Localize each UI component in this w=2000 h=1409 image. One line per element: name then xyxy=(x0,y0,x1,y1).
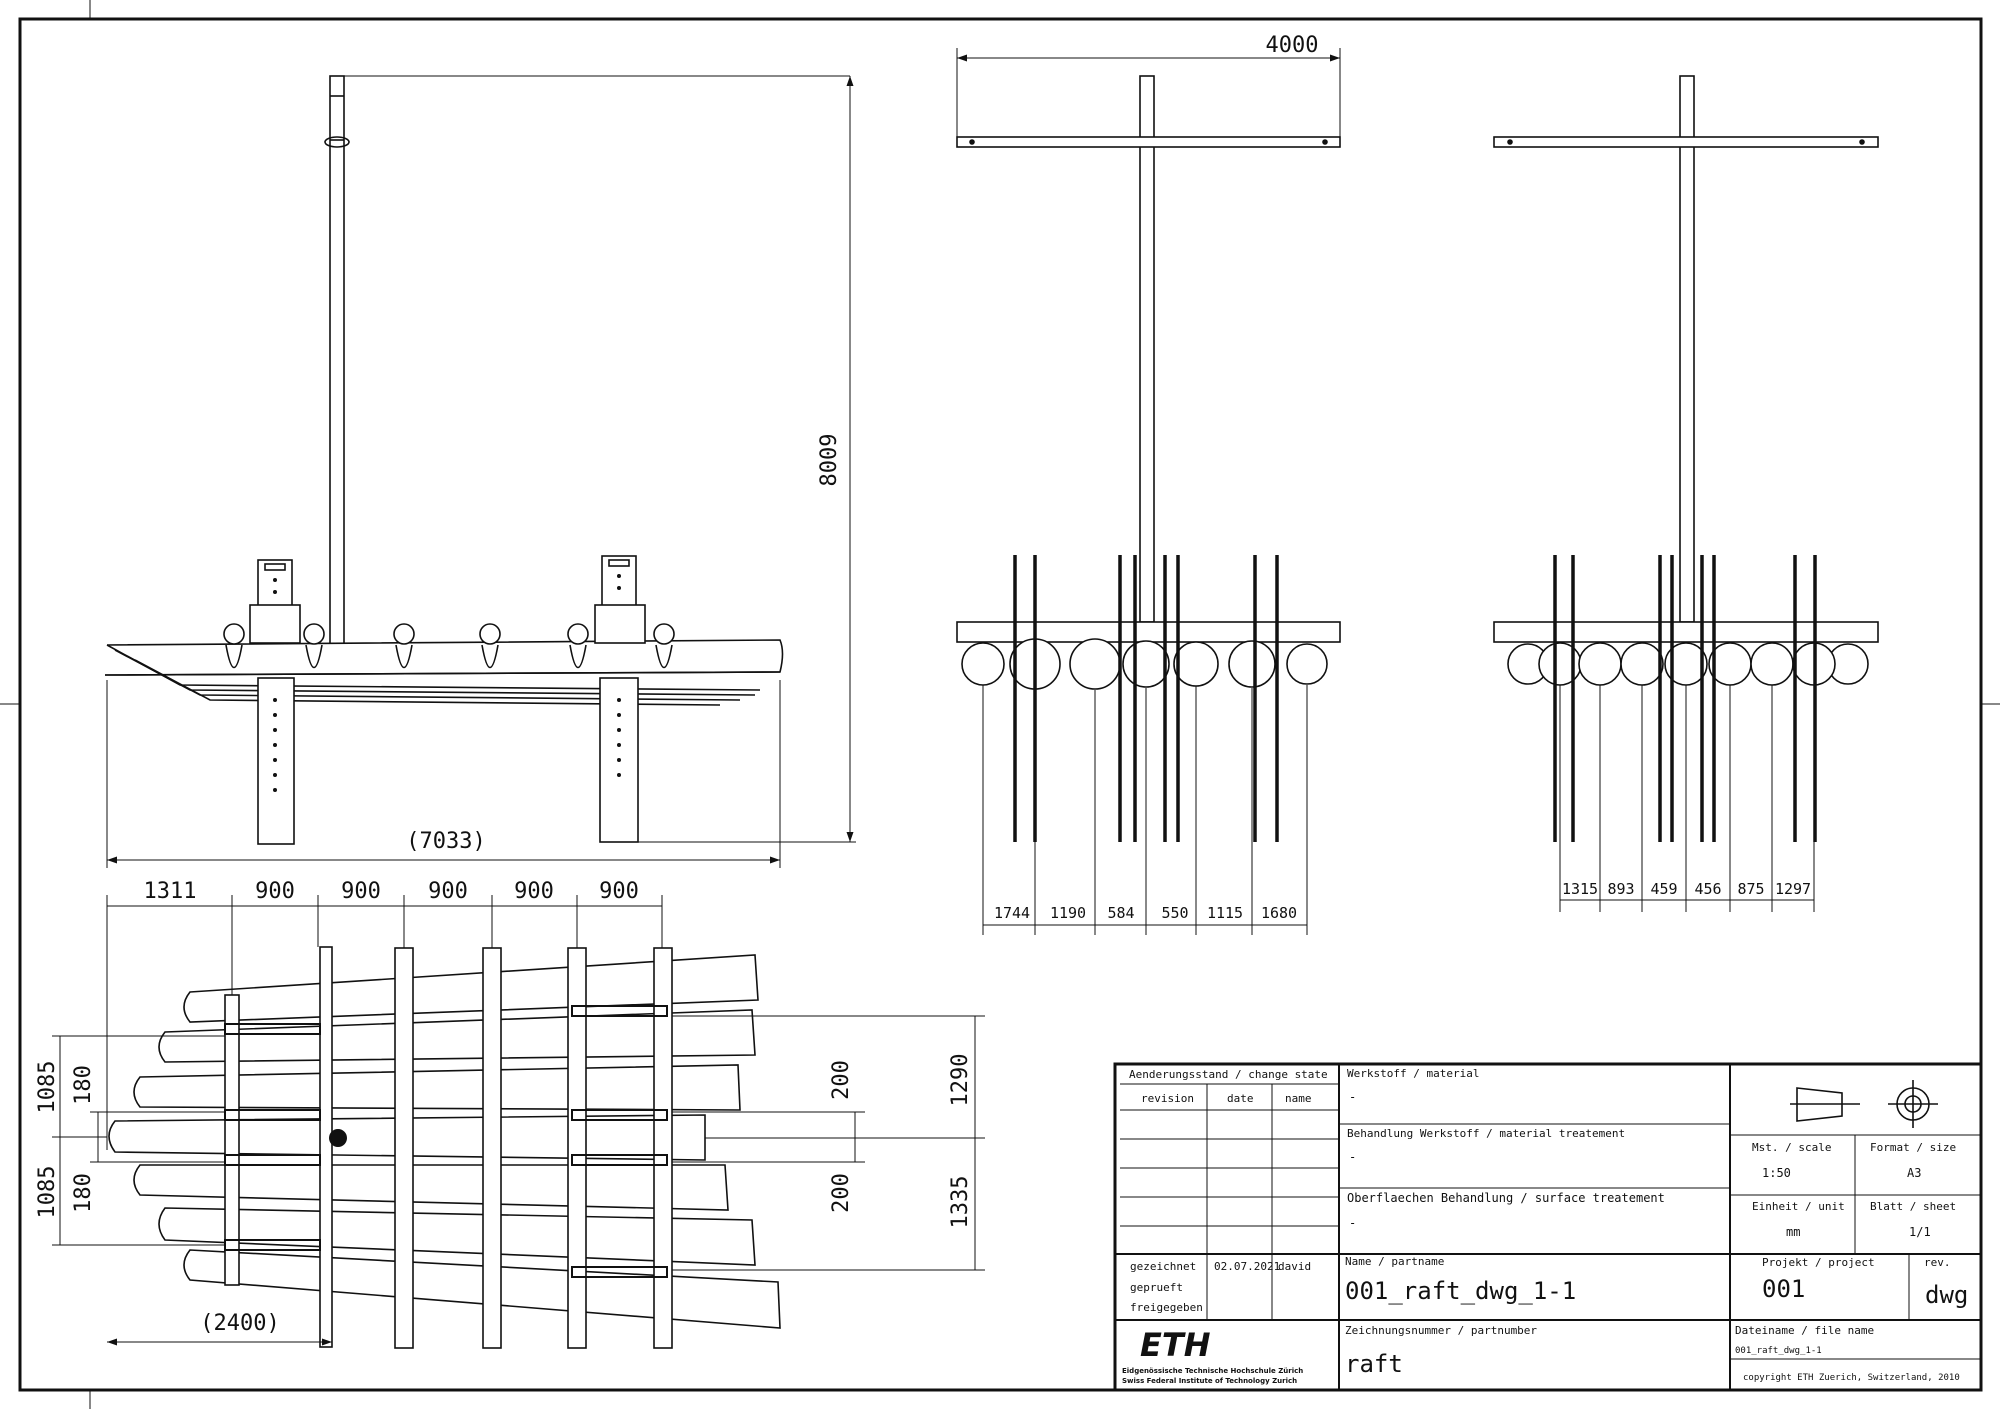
svg-text:459: 459 xyxy=(1650,880,1677,898)
side-view-post-holes xyxy=(273,574,621,792)
svg-text:200: 200 xyxy=(829,1173,854,1213)
svg-text:1335: 1335 xyxy=(948,1176,973,1229)
svg-text:02.07.2021: 02.07.2021 xyxy=(1214,1260,1280,1273)
svg-text:1:50: 1:50 xyxy=(1762,1166,1791,1180)
front-view xyxy=(956,75,1341,643)
svg-text:584: 584 xyxy=(1107,904,1134,922)
svg-text:Mst. / scale: Mst. / scale xyxy=(1752,1141,1831,1154)
rear-view-dimensions xyxy=(1559,685,1815,912)
svg-text:date: date xyxy=(1227,1092,1254,1105)
svg-text:1085: 1085 xyxy=(35,1166,60,1219)
front-view-bottom-dims: 1744 1190 584 550 1115 1680 xyxy=(994,904,1297,922)
svg-text:Behandlung Werkstoff / materia: Behandlung Werkstoff / material treateme… xyxy=(1347,1127,1625,1140)
svg-text:Werkstoff / material: Werkstoff / material xyxy=(1347,1067,1479,1080)
svg-text:Eidgenössische Technische Hoch: Eidgenössische Technische Hochschule Zür… xyxy=(1122,1367,1303,1375)
svg-text:1190: 1190 xyxy=(1050,904,1086,922)
plan-view-side-dims: 1085 1085 180 180 200 200 1290 1335 xyxy=(35,1054,973,1229)
svg-text:550: 550 xyxy=(1161,904,1188,922)
svg-text:Zeichnungsnummer / partnumber: Zeichnungsnummer / partnumber xyxy=(1345,1324,1537,1337)
svg-text:revision: revision xyxy=(1141,1092,1194,1105)
side-view xyxy=(104,75,850,845)
rear-view-bottom-dims: 1315 893 459 456 875 1297 xyxy=(1562,880,1811,898)
svg-text:Blatt / sheet: Blatt / sheet xyxy=(1870,1200,1956,1213)
svg-text:1290: 1290 xyxy=(948,1054,973,1107)
svg-text:200: 200 xyxy=(829,1060,854,1100)
svg-text:Name / partname: Name / partname xyxy=(1345,1255,1444,1268)
svg-text:456: 456 xyxy=(1694,880,1721,898)
title-block-text: Aenderungsstand / change state revision … xyxy=(1129,1067,1968,1383)
svg-text:900: 900 xyxy=(599,879,639,904)
svg-text:1115: 1115 xyxy=(1207,904,1243,922)
rear-view-posts xyxy=(1553,555,1817,842)
svg-text:raft: raft xyxy=(1345,1350,1403,1378)
svg-text:1315: 1315 xyxy=(1562,880,1598,898)
svg-text:rev.: rev. xyxy=(1924,1256,1951,1269)
svg-text:1/1: 1/1 xyxy=(1909,1225,1931,1239)
svg-text:-: - xyxy=(1349,1216,1356,1230)
plan-view-bolt-plates xyxy=(224,1005,668,1278)
side-view-dimensions xyxy=(106,76,856,868)
svg-text:900: 900 xyxy=(514,879,554,904)
svg-text:001: 001 xyxy=(1762,1275,1805,1303)
side-view-length-dim: (7033) xyxy=(406,829,485,854)
eth-logo: ETH Eidgenössische Technische Hochschule… xyxy=(1122,1326,1303,1385)
svg-text:1311: 1311 xyxy=(144,879,197,904)
svg-text:1680: 1680 xyxy=(1261,904,1297,922)
svg-text:david: david xyxy=(1278,1260,1311,1273)
svg-text:copyright ETH Zuerich, Switzer: copyright ETH Zuerich, Switzerland, 2010 xyxy=(1743,1373,1960,1383)
rear-view xyxy=(1493,75,1879,643)
svg-text:Swiss Federal Institute of Tec: Swiss Federal Institute of Technology Zu… xyxy=(1122,1377,1297,1385)
svg-text:name: name xyxy=(1285,1092,1312,1105)
svg-text:1297: 1297 xyxy=(1775,880,1811,898)
svg-text:Format / size: Format / size xyxy=(1870,1141,1956,1154)
svg-text:-: - xyxy=(1349,1150,1356,1164)
svg-text:-: - xyxy=(1349,1090,1356,1104)
svg-text:Oberflaechen Behandlung / surf: Oberflaechen Behandlung / surface treate… xyxy=(1347,1191,1665,1205)
plan-view-logs xyxy=(108,954,781,1329)
svg-text:180: 180 xyxy=(71,1065,96,1105)
svg-text:900: 900 xyxy=(428,879,468,904)
svg-text:Dateiname / file name: Dateiname / file name xyxy=(1735,1324,1874,1337)
plan-view-bottom-dim: (2400) xyxy=(200,1311,279,1336)
svg-text:Aenderungsstand / change state: Aenderungsstand / change state xyxy=(1129,1068,1328,1081)
svg-text:001_raft_dwg_1-1: 001_raft_dwg_1-1 xyxy=(1735,1346,1822,1356)
side-view-height-dim: 8009 xyxy=(817,434,842,487)
svg-text:001_raft_dwg_1-1: 001_raft_dwg_1-1 xyxy=(1345,1277,1576,1305)
svg-text:900: 900 xyxy=(255,879,295,904)
svg-text:1085: 1085 xyxy=(35,1061,60,1114)
title-block-lines xyxy=(1113,1062,1983,1392)
svg-text:Einheit / unit: Einheit / unit xyxy=(1752,1200,1845,1213)
svg-text:freigegeben: freigegeben xyxy=(1130,1301,1203,1314)
plan-view-dimensions xyxy=(52,895,985,1346)
svg-text:A3: A3 xyxy=(1907,1166,1921,1180)
svg-text:900: 900 xyxy=(341,879,381,904)
svg-text:1744: 1744 xyxy=(994,904,1030,922)
plan-view-top-dims: 1311 900 900 900 900 900 xyxy=(144,879,639,904)
projection-symbol xyxy=(1790,1080,1938,1128)
front-view-width-dim: 4000 xyxy=(1266,33,1319,58)
front-view-dimensions xyxy=(956,48,1341,935)
svg-text:gezeichnet: gezeichnet xyxy=(1130,1260,1196,1273)
svg-text:geprueft: geprueft xyxy=(1130,1281,1183,1294)
svg-text:ETH: ETH xyxy=(1140,1326,1211,1364)
svg-text:dwg: dwg xyxy=(1925,1281,1968,1309)
plan-view-crossbeams xyxy=(224,946,673,1349)
svg-text:180: 180 xyxy=(71,1173,96,1213)
svg-text:893: 893 xyxy=(1607,880,1634,898)
svg-text:mm: mm xyxy=(1786,1225,1800,1239)
svg-text:875: 875 xyxy=(1737,880,1764,898)
svg-text:Projekt / project: Projekt / project xyxy=(1762,1256,1875,1269)
